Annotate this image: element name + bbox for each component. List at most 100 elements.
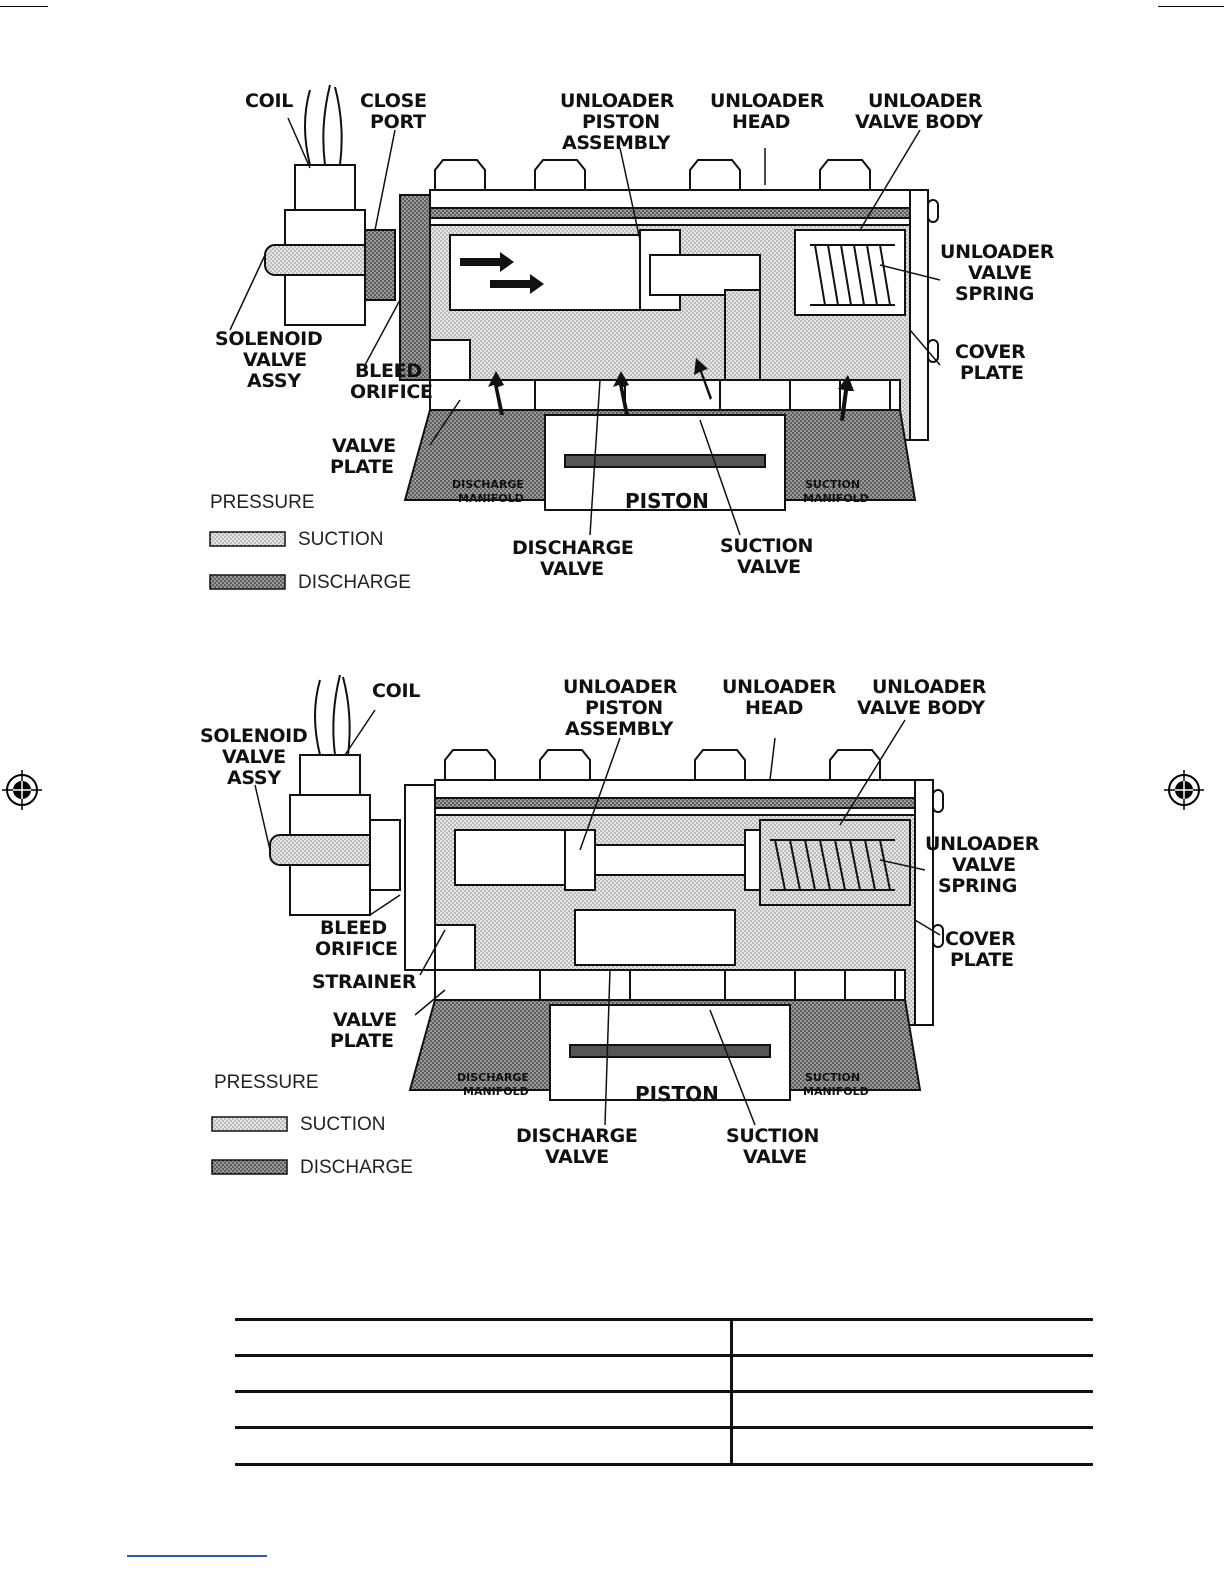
svg-text:ASSEMBLY: ASSEMBLY bbox=[562, 132, 671, 154]
svg-text:PORT: PORT bbox=[370, 111, 426, 133]
valve-plate bbox=[429, 379, 901, 411]
svg-text:VALVE: VALVE bbox=[545, 1146, 609, 1168]
svg-text:ASSEMBLY: ASSEMBLY bbox=[565, 718, 674, 740]
svg-text:MANIFOLD: MANIFOLD bbox=[803, 1085, 869, 1098]
svg-text:ASSY: ASSY bbox=[227, 767, 281, 789]
legend-discharge-label: DISCHARGE bbox=[298, 572, 411, 593]
valve-body-chamber bbox=[759, 819, 911, 906]
label-unloader-valve-spring: UNLOADER bbox=[940, 241, 1055, 263]
label-piston: PISTON bbox=[635, 1082, 719, 1106]
label-discharge-valve: DISCHARGE bbox=[512, 537, 634, 559]
svg-text:VALVE BODY: VALVE BODY bbox=[855, 111, 983, 133]
table-rule bbox=[235, 1354, 1093, 1357]
label-discharge-valve: DISCHARGE bbox=[516, 1125, 638, 1147]
svg-text:PLATE: PLATE bbox=[960, 362, 1024, 384]
label-unloader-valve-body: UNLOADER bbox=[872, 676, 987, 698]
empty-table bbox=[235, 1318, 1093, 1466]
svg-text:PLATE: PLATE bbox=[330, 456, 394, 478]
head-bolt bbox=[819, 159, 871, 191]
registration-mark-right-icon bbox=[1164, 770, 1204, 810]
legend-suction-swatch bbox=[211, 1116, 288, 1132]
svg-text:PISTON: PISTON bbox=[585, 697, 663, 719]
table-rule bbox=[235, 1390, 1093, 1393]
label-valve-plate: VALVE bbox=[333, 1009, 397, 1031]
label-cover-plate: COVER bbox=[955, 341, 1026, 363]
svg-text:PISTON: PISTON bbox=[582, 111, 660, 133]
legend-discharge-label: DISCHARGE bbox=[300, 1157, 413, 1178]
valve-plate bbox=[434, 969, 906, 1001]
head-bolt bbox=[539, 749, 591, 781]
legend-suction-label: SUCTION bbox=[300, 1114, 386, 1135]
crop-mark-top-right bbox=[1158, 6, 1224, 7]
label-bleed-orifice: BLEED bbox=[355, 360, 422, 382]
label-suction-valve: SUCTION bbox=[726, 1125, 819, 1147]
label-unloader-head: UNLOADER bbox=[710, 90, 825, 112]
solenoid-coil bbox=[299, 754, 361, 796]
label-suction-valve: SUCTION bbox=[720, 535, 813, 557]
table-column-divider bbox=[730, 1318, 733, 1466]
label-unloader-piston-assembly: UNLOADER bbox=[563, 676, 678, 698]
svg-text:MANIFOLD: MANIFOLD bbox=[458, 492, 524, 505]
label-unloader-valve-spring: UNLOADER bbox=[925, 833, 1040, 855]
svg-text:SPRING: SPRING bbox=[938, 875, 1017, 897]
table-rule bbox=[235, 1318, 1093, 1321]
svg-text:VALVE: VALVE bbox=[968, 262, 1032, 284]
svg-text:MANIFOLD: MANIFOLD bbox=[803, 492, 869, 505]
legend-suction-swatch bbox=[209, 531, 286, 547]
svg-text:VALVE: VALVE bbox=[743, 1146, 807, 1168]
label-suction-manifold: SUCTION bbox=[805, 1071, 860, 1084]
label-coil: COIL bbox=[245, 90, 293, 112]
head-bolt bbox=[534, 159, 586, 191]
head-bolt bbox=[444, 749, 496, 781]
cover-plate bbox=[909, 189, 929, 441]
label-strainer: STRAINER bbox=[312, 971, 417, 993]
svg-text:ORIFICE: ORIFICE bbox=[350, 381, 433, 403]
registration-mark-left-icon bbox=[2, 770, 42, 810]
label-discharge-manifold: DISCHARGE bbox=[457, 1071, 529, 1084]
svg-text:VALVE: VALVE bbox=[222, 746, 286, 768]
svg-text:VALVE: VALVE bbox=[737, 556, 801, 578]
legend-discharge-swatch bbox=[211, 1159, 288, 1175]
legend-title: PRESSURE bbox=[210, 492, 315, 513]
solenoid-coil bbox=[294, 164, 356, 211]
head-bolt bbox=[689, 159, 741, 191]
svg-text:HEAD: HEAD bbox=[745, 697, 803, 719]
label-cover-plate: COVER bbox=[945, 928, 1016, 950]
table-rule bbox=[235, 1463, 1093, 1466]
head-bolt bbox=[829, 749, 881, 781]
crop-mark-top-left bbox=[0, 6, 48, 7]
footer-link-underline[interactable] bbox=[127, 1555, 267, 1557]
svg-text:PLATE: PLATE bbox=[950, 949, 1014, 971]
svg-text:PLATE: PLATE bbox=[330, 1030, 394, 1052]
label-suction-manifold: SUCTION bbox=[805, 478, 860, 491]
svg-text:ORIFICE: ORIFICE bbox=[315, 938, 398, 960]
label-piston: PISTON bbox=[625, 489, 709, 513]
label-close-port: CLOSE bbox=[360, 90, 427, 112]
valve-spring-icon bbox=[810, 244, 895, 306]
table-rule bbox=[235, 1426, 1093, 1429]
unloader-body bbox=[399, 194, 431, 381]
label-unloader-piston-assembly: UNLOADER bbox=[560, 90, 675, 112]
svg-text:SPRING: SPRING bbox=[955, 283, 1034, 305]
label-solenoid-valve-assy: SOLENOID bbox=[215, 328, 322, 350]
cover-plate bbox=[914, 779, 934, 1026]
legend-title: PRESSURE bbox=[214, 1072, 319, 1093]
label-solenoid-valve-assy: SOLENOID bbox=[200, 725, 307, 747]
svg-text:ASSY: ASSY bbox=[247, 370, 301, 392]
label-coil: COIL bbox=[372, 680, 420, 702]
head-bolt bbox=[694, 749, 746, 781]
legend-suction-label: SUCTION bbox=[298, 529, 384, 550]
unloader-diagram-bottom: COIL SOLENOID VALVE ASSY UNLOADER PISTON… bbox=[200, 674, 1040, 1178]
unloader-diagram-top: COIL CLOSE PORT UNLOADER PISTON ASSEMBLY… bbox=[209, 84, 1055, 593]
label-valve-plate: VALVE bbox=[332, 435, 396, 457]
legend-discharge-swatch bbox=[209, 574, 286, 590]
svg-text:HEAD: HEAD bbox=[732, 111, 790, 133]
head-bolt bbox=[434, 159, 486, 191]
label-unloader-valve-body: UNLOADER bbox=[868, 90, 983, 112]
svg-text:VALVE BODY: VALVE BODY bbox=[857, 697, 985, 719]
valve-spring-icon bbox=[770, 839, 895, 891]
svg-text:VALVE: VALVE bbox=[540, 558, 604, 580]
label-unloader-head: UNLOADER bbox=[722, 676, 837, 698]
label-discharge-manifold: DISCHARGE bbox=[452, 478, 524, 491]
label-bleed-orifice: BLEED bbox=[320, 917, 387, 939]
